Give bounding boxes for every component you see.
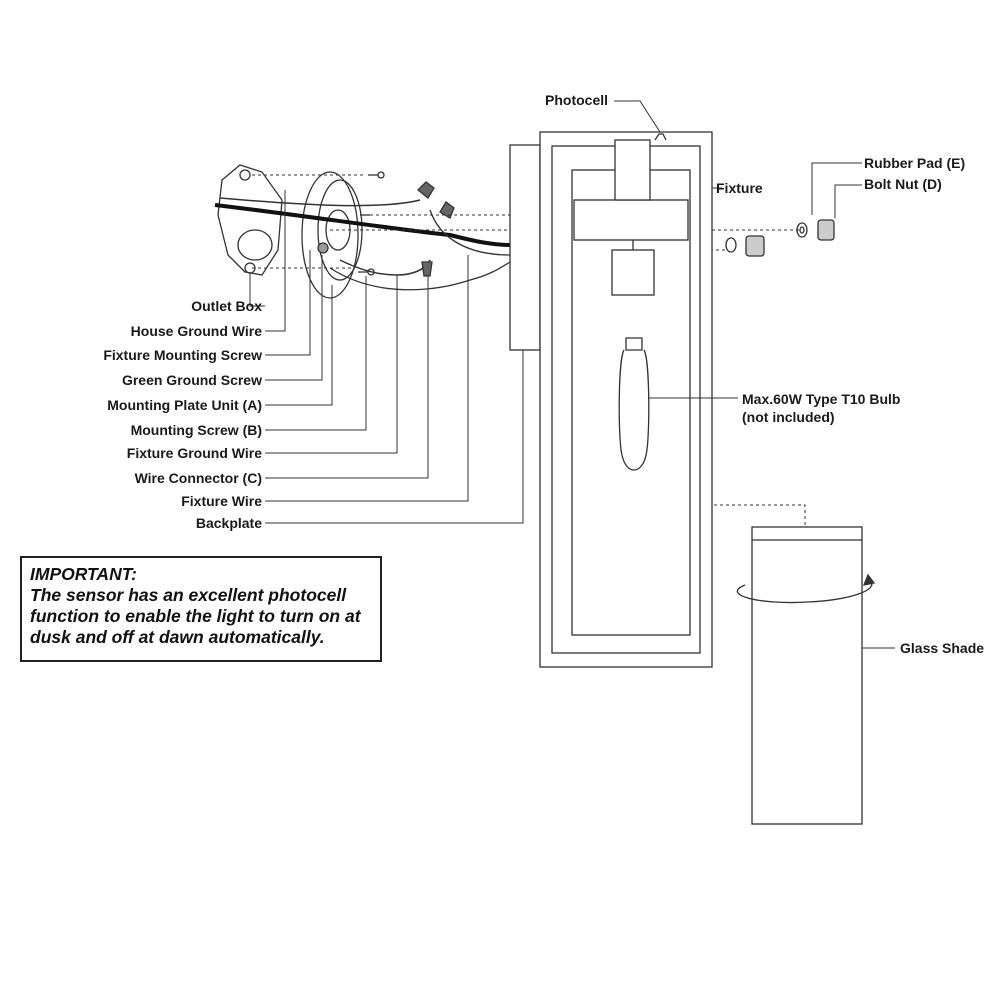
label-rubber-pad: Rubber Pad (E): [864, 155, 965, 171]
important-note: IMPORTANT: The sensor has an excellent p…: [20, 556, 382, 662]
label-fixture-mounting-screw: Fixture Mounting Screw: [103, 347, 262, 363]
label-fixture-ground-wire: Fixture Ground Wire: [127, 445, 262, 461]
glass-shade: [736, 526, 876, 825]
label-mounting-plate: Mounting Plate Unit (A): [107, 397, 262, 413]
rubber-pad-and-nut: [725, 219, 835, 257]
label-bulb-note: (not included): [742, 409, 835, 425]
backplate-shape: [509, 144, 541, 351]
label-fixture: Fixture: [716, 180, 763, 196]
label-backplate: Backplate: [196, 515, 262, 531]
bulb: [611, 240, 655, 471]
mounting-plate: [301, 171, 363, 299]
leader-lines: [249, 100, 895, 649]
label-glass-shade: Glass Shade: [900, 640, 984, 656]
label-wire-connector: Wire Connector (C): [135, 470, 262, 486]
label-outlet-box: Outlet Box: [191, 298, 262, 314]
label-bulb: Max.60W Type T10 Bulb: [742, 391, 900, 407]
wires: [214, 181, 511, 291]
label-fixture-wire: Fixture Wire: [181, 493, 262, 509]
note-body: The sensor has an excellent photocell fu…: [30, 585, 361, 647]
label-house-ground-wire: House Ground Wire: [131, 323, 263, 339]
label-bolt-nut: Bolt Nut (D): [864, 176, 942, 192]
label-photocell: Photocell: [545, 92, 608, 108]
fixture-frame: [539, 131, 713, 668]
note-title: IMPORTANT:: [30, 564, 137, 584]
label-mounting-screw: Mounting Screw (B): [131, 422, 262, 438]
label-green-ground-screw: Green Ground Screw: [122, 372, 262, 388]
outlet-box: [217, 164, 283, 276]
